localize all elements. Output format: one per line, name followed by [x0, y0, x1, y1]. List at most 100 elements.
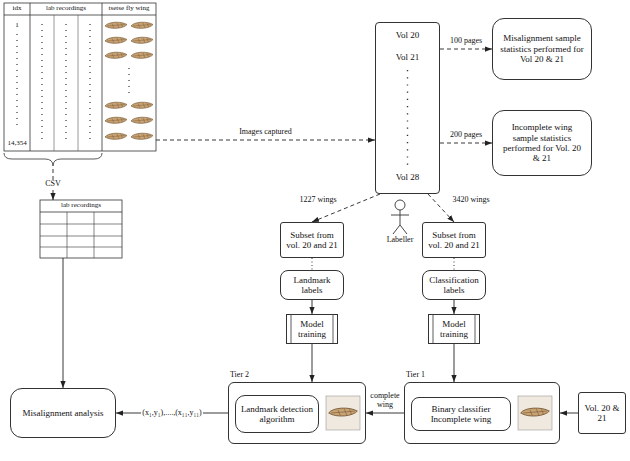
- statistics-box: Misalignment sample statistics performed…: [492, 18, 592, 80]
- table-border: [4, 3, 156, 151]
- process-box: Model training: [286, 314, 338, 344]
- wing-image: [131, 102, 153, 108]
- ellipsis-dots: [65, 24, 66, 140]
- wing-image: [131, 22, 153, 28]
- connector: [440, 143, 492, 144]
- cell-text: Tier 2: [230, 371, 270, 380]
- wing-image: [105, 102, 127, 108]
- algorithm-box: Landmark detection algorithm: [235, 395, 319, 433]
- cell-text: Vol 20: [376, 31, 439, 41]
- cell-text: lab recordings: [30, 5, 102, 13]
- edge-label: Images captured: [238, 128, 293, 137]
- cell-text: tsetse fly wing: [102, 5, 156, 13]
- box-text: Misalignment analysis: [22, 408, 103, 418]
- connector: [560, 413, 578, 414]
- statistics-box: Incomplete wing sample statistics perfor…: [492, 110, 592, 176]
- wing-image: [105, 37, 127, 43]
- table-rule: [40, 247, 122, 248]
- label-box: Landmark labels: [280, 270, 344, 300]
- edge-label: 1227 wings: [298, 196, 337, 205]
- wing-image: [329, 408, 358, 416]
- edge-label: complete wing: [366, 392, 404, 410]
- box-text: Landmark detection algorithm: [240, 404, 314, 425]
- figure-label: Labeller: [387, 236, 414, 245]
- box-text: Vol. 20 & 21: [581, 403, 623, 424]
- box-text: Incomplete wing sample statistics perfor…: [499, 122, 585, 163]
- cell-text: Vol 21: [376, 53, 439, 63]
- wing-photo: [518, 396, 552, 430]
- wing-image: [131, 52, 153, 58]
- wing-image: [131, 37, 153, 43]
- table-border: [40, 200, 122, 258]
- table-rule: [40, 212, 122, 213]
- table-rule: [94, 212, 95, 258]
- tier-box: Tier 2Landmark detection algorithm: [228, 382, 366, 444]
- wing-image: [105, 52, 127, 58]
- table-rule: [54, 15, 55, 151]
- table-rule: [102, 3, 103, 151]
- table-rule: [67, 212, 68, 258]
- box-text: Misalignment sample statistics performed…: [499, 33, 585, 64]
- edge-label: 3420 wings: [451, 196, 490, 205]
- cell-text: Vol 28: [376, 173, 439, 183]
- wing-image: [131, 117, 153, 123]
- person-icon: [395, 200, 405, 210]
- connector: [454, 344, 455, 382]
- process-side-line: [333, 314, 334, 344]
- volume-box: Vol 20 Vol 21 Vol 28: [375, 22, 440, 194]
- process-side-line: [291, 314, 292, 344]
- connector: [63, 258, 64, 388]
- source-box: Vol. 20 & 21: [578, 392, 626, 434]
- connector: [454, 300, 455, 314]
- connector: [454, 258, 455, 270]
- analysis-box: Misalignment analysis: [10, 388, 116, 438]
- ellipsis-dots: [128, 68, 129, 96]
- csv-table: lab recordings: [40, 200, 122, 258]
- cell-text: 1: [4, 22, 30, 30]
- cell-text: Tier 1: [406, 371, 446, 380]
- ellipsis-dots: [41, 24, 42, 140]
- edge-label: CSV: [44, 180, 62, 189]
- edge-label: 200 pages: [449, 131, 483, 140]
- wing-image: [521, 408, 550, 416]
- edge-label: 100 pages: [449, 37, 483, 46]
- connector: [312, 300, 313, 314]
- cell-text: 14,354: [4, 140, 30, 148]
- table-rule: [78, 15, 79, 151]
- ellipsis-dots: [16, 34, 17, 128]
- wing-image: [131, 133, 153, 139]
- connector: [312, 258, 313, 270]
- box-text: Model training: [295, 319, 329, 340]
- box-text: Model training: [437, 319, 471, 340]
- table-rule: [4, 15, 156, 16]
- connector: [428, 194, 454, 222]
- connector: [312, 344, 313, 382]
- subset-box: Subset from vol. 20 and 21: [422, 222, 486, 258]
- tier-box: Tier 1Binary classifier Incomplete wing: [404, 382, 560, 444]
- connector: [366, 413, 404, 414]
- cell-text: lab recordings: [40, 202, 122, 210]
- wing-photo: [326, 396, 360, 430]
- person-icon: [391, 210, 409, 234]
- process-side-line: [433, 314, 434, 344]
- box-text: Subset from vol. 20 and 21: [284, 230, 340, 251]
- wing-image: [105, 117, 127, 123]
- wing-image: [105, 133, 127, 139]
- box-text: Classification labels: [426, 275, 482, 296]
- edge-label: (x₁,y₁),....,(x₁₁,y₁₁): [141, 409, 202, 418]
- table-rule: [30, 3, 31, 151]
- box-text: Binary classifier Incomplete wing: [416, 404, 506, 425]
- cell-text: idx: [4, 5, 30, 13]
- classifier-box: Binary classifier Incomplete wing: [411, 397, 511, 431]
- process-side-line: [475, 314, 476, 344]
- connector: [440, 49, 492, 50]
- curly-bracket: [4, 153, 102, 166]
- label-box: Classification labels: [422, 270, 486, 300]
- data-table: idxlab recordingstsetse fly wing 1 14,354: [4, 3, 156, 169]
- process-box: Model training: [428, 314, 480, 344]
- table-rule: [40, 224, 122, 225]
- ellipsis-dots: [407, 70, 408, 166]
- subset-box: Subset from vol. 20 and 21: [280, 222, 344, 258]
- table-rule: [40, 236, 122, 237]
